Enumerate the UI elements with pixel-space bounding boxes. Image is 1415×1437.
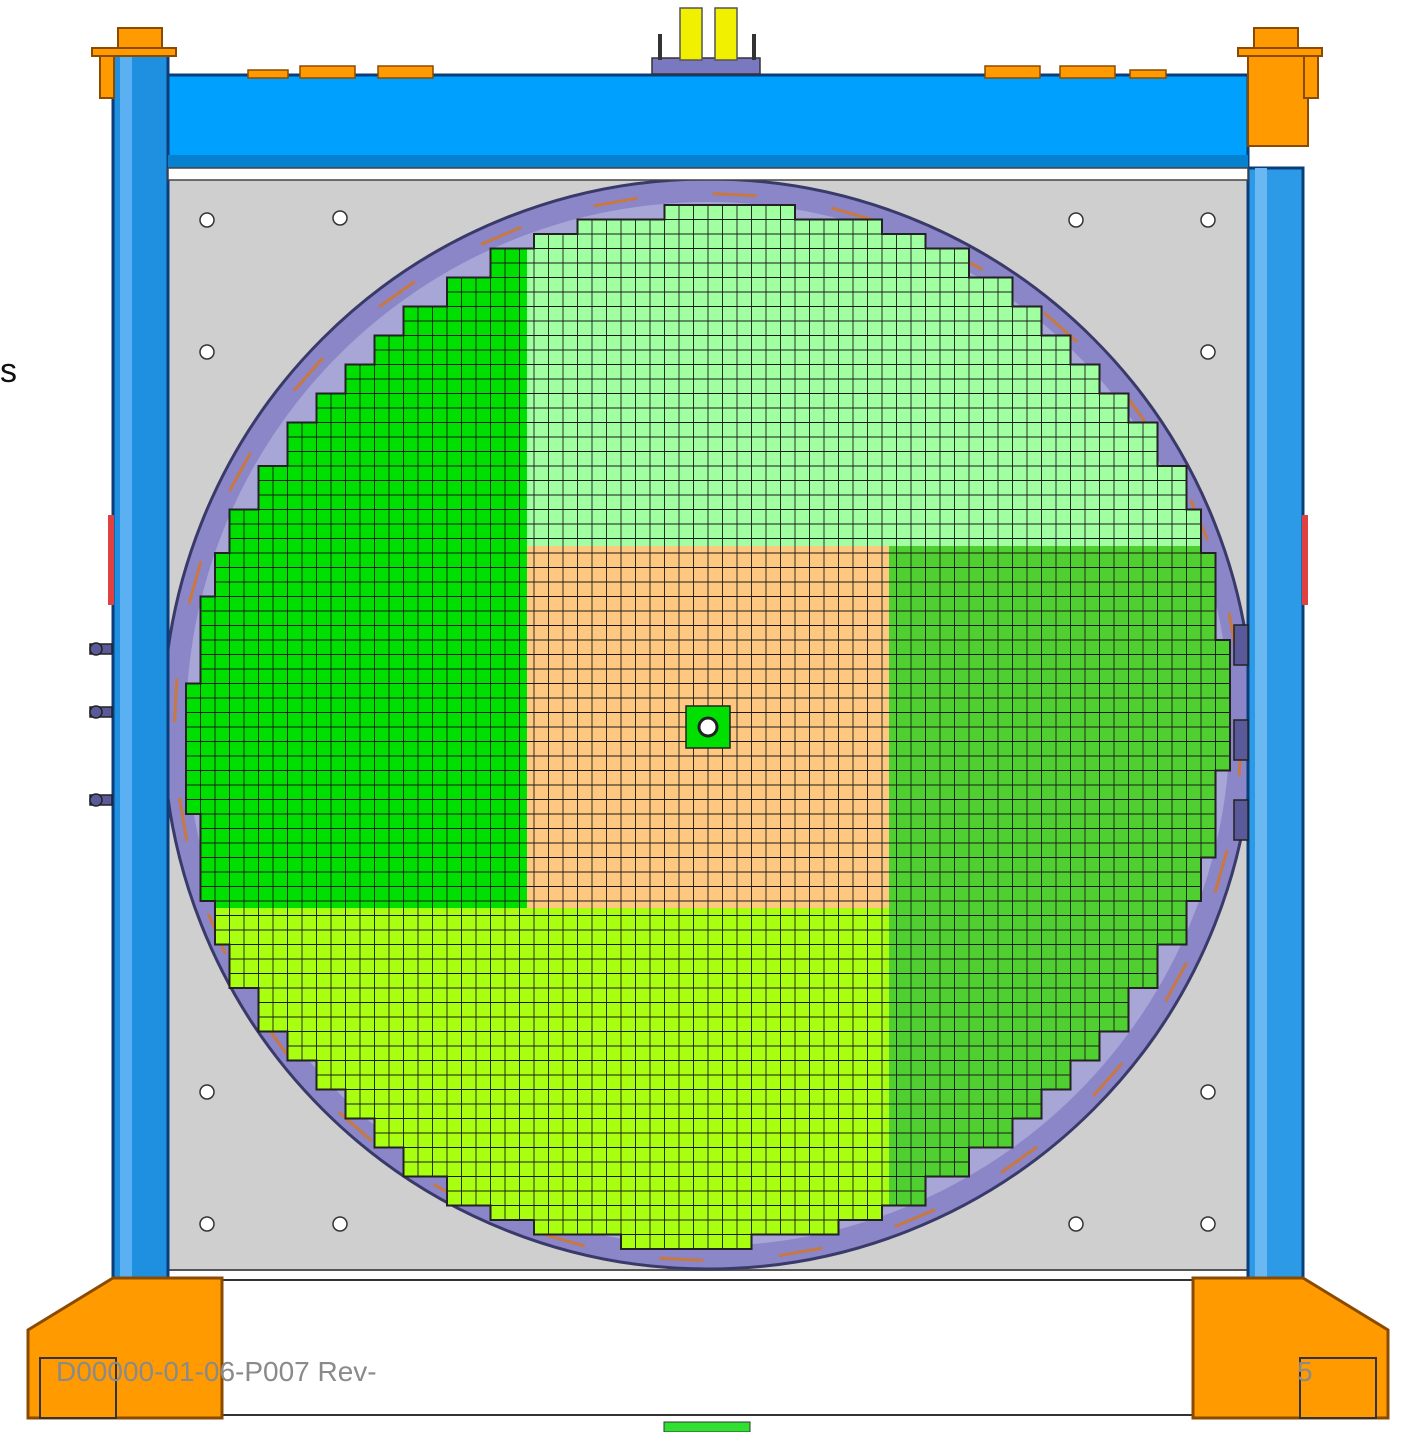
mounting-holes [199,210,1216,1232]
top-connectors [651,7,761,75]
copper-rod [173,678,179,723]
mounting-hole [1200,1216,1216,1232]
page-number: 5 [1297,1356,1313,1387]
mounting-hole [1200,212,1216,228]
copper-rod [228,451,252,493]
bottom-tab [663,1421,751,1433]
beam-hole [697,716,719,738]
array-outline [185,204,1231,1250]
cropped-edge-text: s [0,352,17,390]
mounting-hole [199,344,215,360]
mounting-hole [332,210,348,226]
copper-rod [830,206,875,222]
top-beam-pads [247,65,1167,79]
side-fittings [89,624,1249,841]
copper-rod [292,356,325,392]
document-id: D00000-01-06-P007 Rev- [56,1356,377,1387]
mounting-hole [199,1216,215,1232]
copper-rod [1043,311,1079,344]
copper-rod [187,560,203,605]
mounting-hole [199,1084,215,1100]
base-cavity [221,1279,1198,1416]
copper-rod [1091,1062,1124,1098]
mounting-hole [1200,344,1216,360]
copper-rod [1213,849,1229,894]
left-marker [108,515,114,605]
top-right-corner-cap [1237,27,1323,147]
mounting-hole [332,1216,348,1232]
mounting-hole [1200,1084,1216,1100]
bottom-left-foot-pad [39,1357,117,1419]
mounting-hole [1068,212,1084,228]
copper-rod [593,196,638,208]
copper-rod [541,1232,586,1248]
copper-rod [480,225,522,246]
left-column-highlight [120,55,132,1280]
copper-rod [177,797,189,842]
copper-rod [337,1110,373,1143]
top-left-corner-cap [91,27,177,99]
copper-rod [1164,961,1188,1003]
mounting-hole [1068,1216,1084,1232]
copper-rod [659,1256,704,1262]
copper-rod [712,192,757,198]
mounting-hole [199,212,215,228]
top-beam-shadow [168,155,1248,170]
top-beam-lip [167,167,1249,181]
copper-rod [778,1246,823,1258]
copper-rod [894,1208,936,1229]
right-marker [1302,515,1308,605]
copper-rods [173,192,1243,1262]
copper-rod [1000,1145,1038,1174]
top-beam [166,73,1250,172]
bottom-right-foot-pad [1299,1357,1377,1419]
right-column-highlight [1255,168,1267,1280]
copper-rod [378,280,416,309]
